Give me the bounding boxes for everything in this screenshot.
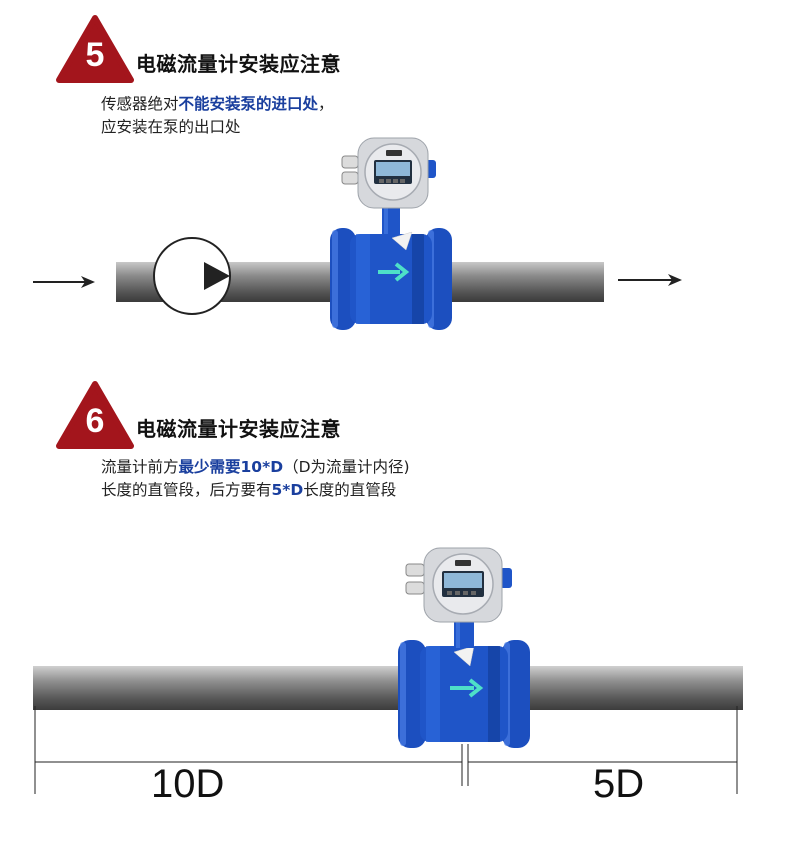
section-5-line-1: 传感器绝对不能安装泵的进口处， xyxy=(101,93,334,116)
pump-icon xyxy=(153,237,231,315)
section-5-line-2: 应安装在泵的出口处 xyxy=(101,118,241,136)
dimension-lines xyxy=(34,706,738,794)
flowmeter-upper xyxy=(330,137,452,330)
flow-direction-icon-lower xyxy=(450,678,484,698)
section-5-title: 电磁流量计安装应注意 xyxy=(136,52,341,76)
section-6-line-2-end: 长度的直管段 xyxy=(303,481,397,499)
section-6-number: 6 xyxy=(85,402,105,440)
section-6-title: 电磁流量计安装应注意 xyxy=(136,417,341,441)
section-5-description: 传感器绝对不能安装泵的进口处， 应安装在泵的出口处 xyxy=(101,93,334,139)
pipe-lower xyxy=(33,666,743,710)
section-5-badge: 5 xyxy=(56,14,134,84)
section-5-highlight: 不能安装泵的进口处 xyxy=(178,95,319,113)
section-6-line-1-end: （D为流量计内径) xyxy=(283,458,410,476)
section-6-line-1-text: 流量计前方 xyxy=(101,458,179,476)
section-5-line-1-end: ， xyxy=(318,95,334,113)
section-5-number: 5 xyxy=(85,36,105,74)
section-6-description: 流量计前方最少需要10*D（D为流量计内径) 长度的直管段，后方要有5*D长度的… xyxy=(101,456,410,502)
inlet-arrow-icon xyxy=(33,276,95,288)
section-6-line-1: 流量计前方最少需要10*D（D为流量计内径) xyxy=(101,456,410,479)
flow-direction-icon xyxy=(378,262,410,282)
section-5-line-1-text: 传感器绝对 xyxy=(101,95,179,113)
section-6-line-2: 长度的直管段，后方要有5*D长度的直管段 xyxy=(101,479,410,502)
section-6-line-2-text: 长度的直管段，后方要有 xyxy=(101,481,272,499)
outlet-arrow-icon xyxy=(618,274,682,286)
section-6-badge: 6 xyxy=(56,380,134,450)
dimension-downstream-label: 5D xyxy=(593,762,645,806)
flowmeter-lower xyxy=(398,547,530,748)
dimension-upstream-label: 10D xyxy=(151,762,225,806)
section-6-highlight-1: 最少需要10*D xyxy=(178,458,284,476)
section-6-highlight-2: 5*D xyxy=(271,481,304,499)
